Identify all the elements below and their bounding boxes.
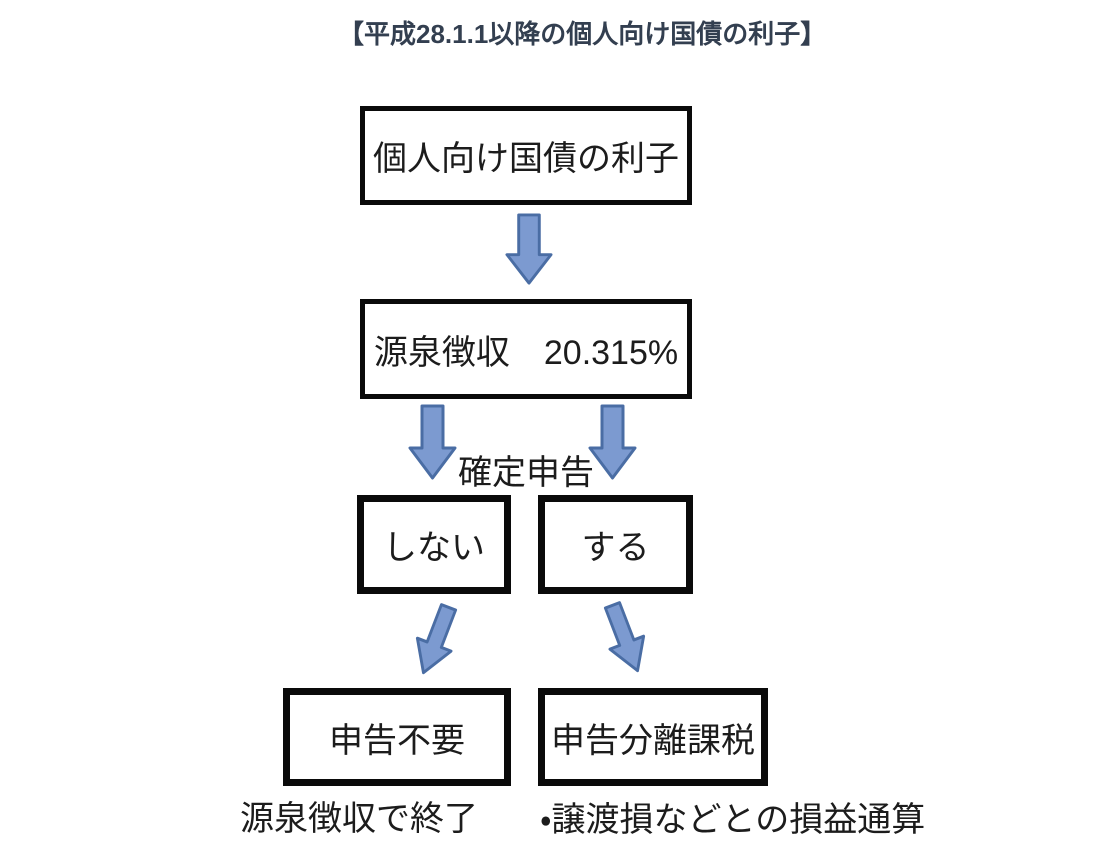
box-file-no: しない <box>357 495 511 594</box>
down-right-arrow-icon <box>603 601 646 673</box>
box-withholding: 源泉徴収 20.315% <box>360 299 692 399</box>
box-file-no-label: しない <box>383 529 485 567</box>
box-file-yes-label: する <box>581 529 650 567</box>
box-file-yes: する <box>538 495 693 594</box>
down-arrow-icon <box>505 213 553 285</box>
box-separate-taxation-label: 申告分離課税 <box>551 721 755 760</box>
down-left-arrow-icon <box>415 603 458 675</box>
box-bond-interest-label: 個人向け国債の利子 <box>373 140 679 178</box>
note-loss-offset: ・譲渡損などとの損益通算 <box>540 801 926 839</box>
box-no-filing-required-label: 申告不要 <box>329 721 465 760</box>
page-title: 【平成28.1.1以降の個人向け国債の利子】 <box>338 19 827 49</box>
down-arrow-icon <box>408 404 457 480</box>
label-tax-return: 確定申告 <box>458 454 594 492</box>
box-separate-taxation: 申告分離課税 <box>538 688 768 786</box>
box-bond-interest: 個人向け国債の利子 <box>360 106 692 205</box>
note-withholding-final: 源泉徴収で終了 <box>240 800 478 838</box>
box-no-filing-required: 申告不要 <box>283 688 511 786</box>
down-arrow-icon <box>588 404 637 480</box>
box-withholding-label: 源泉徴収 20.315% <box>373 333 679 372</box>
